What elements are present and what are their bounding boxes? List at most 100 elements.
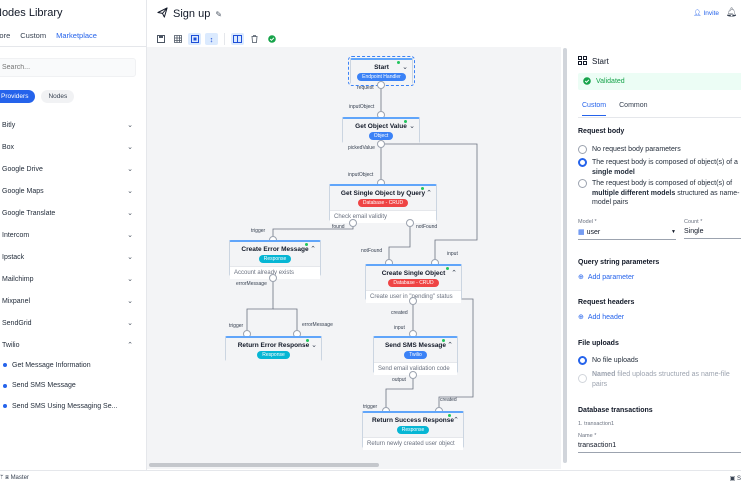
output-port[interactable] [349, 219, 357, 227]
count-value: Single [684, 228, 704, 235]
provider-item[interactable]: Box⌄ [0, 136, 146, 158]
flow-node-send-sms-message[interactable]: Send SMS Message⌃ Twilio Send email vali… [373, 336, 458, 375]
output-port[interactable] [377, 140, 385, 148]
provider-item[interactable]: SendGrid⌄ [0, 312, 146, 334]
port-label: request [357, 85, 374, 91]
provider-label: Mixpanel [2, 297, 31, 305]
port-label: found [332, 224, 345, 230]
section-title: Request headers [578, 299, 635, 306]
tab-marketplace[interactable]: Marketplace [56, 31, 97, 47]
radio-button[interactable] [578, 356, 587, 365]
vertical-scrollbar[interactable] [563, 48, 567, 463]
provider-item-twilio[interactable]: Twilio⌃ [0, 334, 146, 356]
radio-button[interactable] [578, 179, 587, 188]
git-branch-icon: ▣ [5, 475, 9, 481]
filter-providers[interactable]: Providers [0, 90, 36, 103]
chevron-down-icon[interactable]: ⌄ [311, 342, 317, 349]
provider-item[interactable]: Google Maps⌄ [0, 180, 146, 202]
list-item[interactable]: Get Message Information [0, 355, 146, 376]
page-title: Sign up ✎ [157, 7, 222, 21]
radio-label: The request body is composed of object(s… [592, 179, 741, 208]
radio-single-model[interactable]: The request body is composed of object(s… [578, 158, 741, 177]
output-port[interactable] [406, 219, 414, 227]
output-port[interactable] [269, 274, 277, 282]
divider [0, 46, 146, 47]
provider-item[interactable]: Ipstack⌄ [0, 246, 146, 268]
flow-canvas[interactable]: Start⌄ Endpoint Handler request inputObj… [147, 47, 561, 469]
node-header: Send SMS Message⌃ [374, 338, 457, 349]
count-select[interactable]: Single [684, 228, 741, 239]
provider-item[interactable]: Mixpanel⌄ [0, 290, 146, 312]
tab-common[interactable]: Common [619, 102, 648, 109]
tab-core[interactable]: Core [0, 31, 11, 40]
radio-button[interactable] [578, 145, 587, 154]
chevron-up-icon[interactable]: ⌃ [310, 246, 316, 253]
flow-node-return-success-response[interactable]: Return Success Response⌃ Response Return… [362, 411, 464, 450]
flow-node-start[interactable]: Start ⌄ Endpoint Handler [348, 56, 415, 86]
output-port[interactable] [409, 371, 417, 379]
plus-circle-icon: ⊕ [578, 274, 584, 281]
output-port[interactable] [409, 297, 417, 305]
add-parameter-button[interactable]: ⊕Add parameter [578, 273, 634, 282]
radio-no-uploads[interactable]: No file uploads [578, 356, 741, 366]
toolbar-divider [224, 33, 225, 45]
transaction-name-input[interactable]: transaction1 [578, 442, 741, 453]
radio-multiple-models[interactable]: The request body is composed of object(s… [578, 179, 741, 208]
horizontal-scrollbar[interactable] [149, 463, 379, 467]
output-port[interactable] [377, 81, 385, 89]
node-badge-row: Endpoint Handler [351, 71, 412, 84]
chevron-down-icon[interactable]: ⌄ [409, 123, 415, 130]
node-title: Start [374, 64, 389, 71]
transaction-name-value: transaction1 [578, 442, 617, 449]
tab-custom[interactable]: Custom [582, 102, 607, 116]
model-select[interactable]: ▦ user ▼ [578, 228, 676, 240]
section-title: Query string parameters [578, 259, 660, 266]
provider-item[interactable]: Intercom⌄ [0, 224, 146, 246]
table-icon: ▦ [578, 229, 585, 236]
save-icon[interactable] [154, 33, 167, 45]
provider-item[interactable]: Google Drive⌄ [0, 158, 146, 180]
chevron-down-icon[interactable]: ⌄ [402, 64, 408, 71]
branch-indicator[interactable]: ᛘ ▣ Master [0, 475, 29, 481]
grid-icon[interactable] [171, 33, 184, 45]
flow-title: Sign up [173, 8, 211, 20]
chevron-up-icon[interactable]: ⌃ [447, 342, 453, 349]
node-header: Create Single Object⌃ [366, 266, 461, 277]
flow-node-create-single-object[interactable]: Create Single Object⌃ Database - CRUD Cr… [365, 264, 462, 303]
list-item[interactable]: Send SMS Message [0, 376, 146, 397]
bell-icon[interactable]: 🔔︎ [725, 7, 737, 17]
list-item[interactable]: Send SMS Using Messaging Se... [0, 396, 146, 417]
node-badge: Twilio [404, 351, 427, 359]
provider-item[interactable]: Bitly⌄ [0, 114, 146, 136]
validation-text: Validated [596, 78, 625, 85]
port-label: created [391, 310, 408, 316]
provider-item[interactable]: Mailchimp⌄ [0, 268, 146, 290]
flow-node-create-error-message[interactable]: Create Error Message⌃ Response Account a… [229, 240, 321, 279]
radio-no-body[interactable]: No request body parameters [578, 145, 741, 155]
node-badge: Database - CRUD [357, 199, 409, 207]
chevron-up-icon[interactable]: ⌃ [453, 417, 459, 424]
invite-button[interactable]: 👤︎ Invite [693, 9, 719, 17]
radio-button[interactable] [578, 374, 587, 383]
caret-down-icon: ▼ [671, 229, 676, 235]
check-circle-icon [583, 76, 591, 87]
vertical-layout-icon[interactable]: ↕ [205, 33, 218, 45]
node-badge-row: Database - CRUD [330, 197, 436, 210]
flow-node-get-single-object[interactable]: Get Single Object by Query⌃ Database - C… [329, 184, 437, 223]
provider-item[interactable]: Google Translate⌄ [0, 202, 146, 224]
add-header-button[interactable]: ⊕Add header [578, 313, 624, 322]
flow-node-return-error-response[interactable]: Return Error Response⌄ Response [225, 336, 322, 362]
trash-icon[interactable] [248, 33, 261, 45]
radio-button[interactable] [578, 158, 587, 167]
chevron-up-icon[interactable]: ⌃ [426, 190, 432, 197]
filter-nodes[interactable]: Nodes [41, 90, 75, 103]
tab-custom[interactable]: Custom [20, 31, 47, 40]
node-header: Start ⌄ [351, 60, 412, 71]
split-view-icon[interactable] [231, 33, 244, 45]
chevron-up-icon[interactable]: ⌃ [451, 270, 457, 277]
transaction-caption: 1. transaction1 [578, 421, 615, 427]
fit-view-icon[interactable] [188, 33, 201, 45]
radio-named-uploads[interactable]: Named filed uploads structured as name-f… [578, 370, 741, 389]
pencil-icon[interactable]: ✎ [215, 9, 223, 19]
search-input[interactable] [0, 58, 136, 77]
